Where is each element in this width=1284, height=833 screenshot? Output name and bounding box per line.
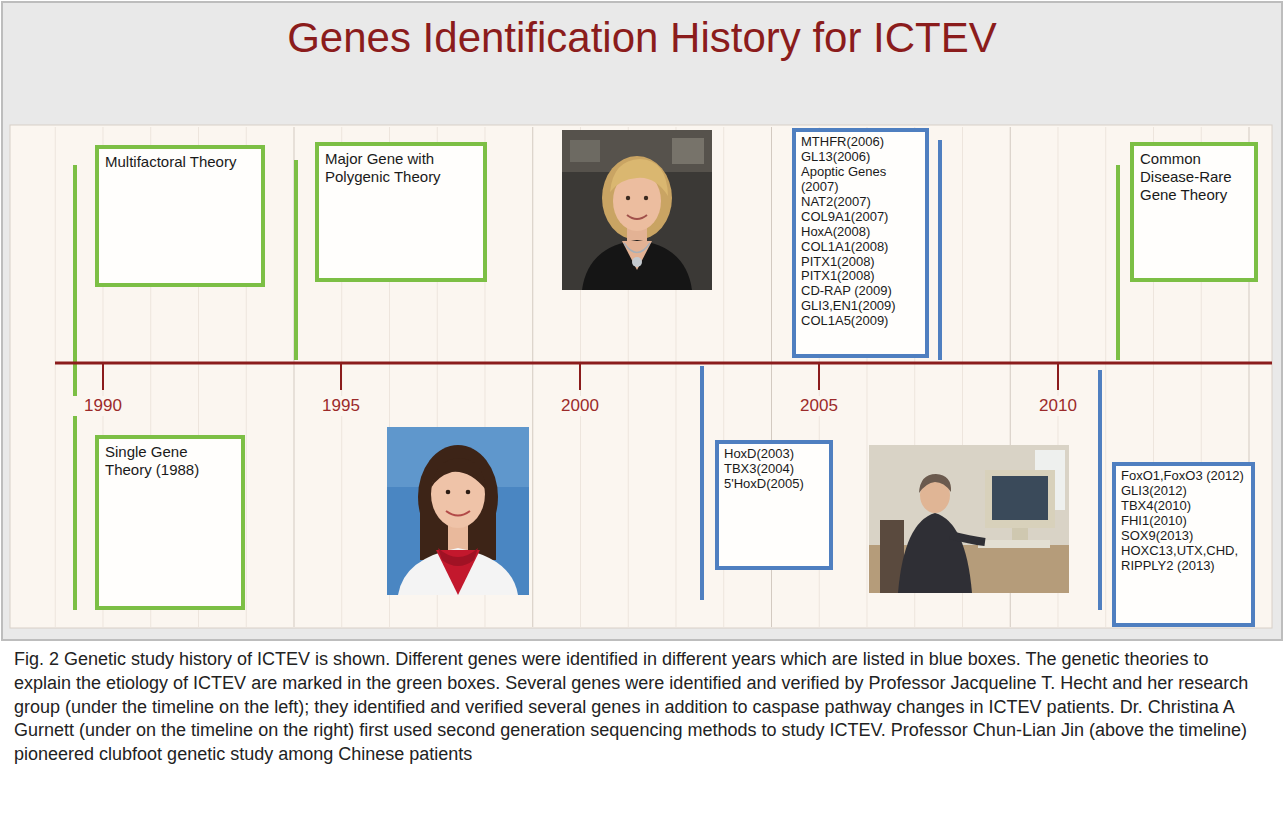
portrait-photo: [431, 458, 486, 490]
green-divider: [73, 165, 77, 610]
figure-caption: Fig. 2 Genetic study history of ICTEV is…: [14, 648, 1270, 767]
year-label: 2005: [789, 396, 849, 416]
gene-entry: NAT2(2007): [801, 195, 920, 210]
timeline-axis: [55, 362, 1272, 365]
timeline-axis: [579, 363, 581, 390]
timeline-axis: [340, 363, 342, 390]
green-divider: [1116, 165, 1120, 360]
gene-list-box: HoxD(2003)TBX3(2004)5'HoxD(2005): [715, 440, 833, 570]
portrait-photo: [919, 474, 951, 493]
gene-entry: TBX4(2010): [1121, 499, 1246, 514]
green-divider: [294, 160, 298, 360]
portrait-photo: [624, 243, 650, 253]
portrait-photo: [898, 513, 972, 593]
portrait-photo: [570, 140, 600, 162]
theory-name: Single Gene Theory (1988): [105, 443, 235, 479]
gene-entry: GLI3(2012): [1121, 484, 1246, 499]
timeline-axis: [55, 363, 1272, 390]
portrait-photo: [398, 548, 518, 595]
portrait-photo: [602, 156, 672, 240]
portrait-photo: [446, 490, 451, 495]
timeline-panel: [10, 125, 1272, 628]
figure-title: Genes Identification History for ICTEV: [0, 14, 1284, 62]
grid-line: [532, 127, 533, 627]
blue-divider: [938, 140, 942, 360]
portrait-photo: [610, 159, 668, 196]
portrait-photo: [627, 215, 647, 219]
gene-entry: COL1A5(2009): [801, 314, 920, 329]
blue-divider: [1098, 370, 1102, 610]
gene-entry: MTHFR(2006): [801, 135, 920, 150]
portrait-photo: [985, 470, 1055, 528]
gene-entry: CD-RAP (2009): [801, 284, 920, 299]
portrait-photo: [869, 445, 1069, 593]
gene-entry: 5'HoxD(2005): [724, 477, 824, 492]
theory-name: Common Disease-Rare Gene Theory: [1140, 150, 1248, 204]
gene-entry: GLI3,EN1(2009): [801, 299, 920, 314]
portrait-photo: [950, 535, 985, 542]
theory-box: Common Disease-Rare Gene Theory: [1130, 142, 1258, 282]
gene-entry: COL1A1(2008): [801, 240, 920, 255]
gene-list-box: MTHFR(2006)GL13(2006)Apoptic Genes (2007…: [792, 128, 929, 358]
portrait-photo: [446, 511, 470, 516]
portrait-photo: [992, 476, 1048, 520]
gene-list-box: FoxO1,FoxO3 (2012)GLI3(2012)TBX4(2010)FH…: [1112, 462, 1255, 627]
portrait-photo: [438, 548, 478, 566]
gene-entry: TBX3(2004): [724, 462, 824, 477]
gene-entry: FoxO1,FoxO3 (2012): [1121, 469, 1246, 484]
timeline-axis: [1057, 363, 1059, 390]
portrait-photo: [644, 196, 648, 200]
timeline-axis: [818, 363, 820, 390]
gene-entry: HoxD(2003): [724, 447, 824, 462]
gene-entry: PITX1(2008): [801, 269, 920, 284]
portrait-photo: [622, 241, 652, 270]
theory-box: Multifactoral Theory: [95, 145, 265, 287]
year-label: 1995: [311, 396, 371, 416]
portrait-photo: [632, 257, 642, 267]
gene-entry: SOX9(2013): [1121, 529, 1246, 544]
gene-entry: FHI1(2010): [1121, 514, 1246, 529]
year-label: 1990: [73, 396, 133, 416]
gene-entry: COL9A1(2007): [801, 210, 920, 225]
gene-entry: PITX1(2008): [801, 255, 920, 270]
gene-entry: Apoptic Genes (2007): [801, 165, 920, 195]
portrait-photo: [582, 240, 692, 290]
gene-entry: GL13(2006): [801, 150, 920, 165]
portrait-photo: [672, 138, 704, 164]
portrait-photo: [387, 427, 529, 595]
gene-entry: HoxA(2008): [801, 225, 920, 240]
theory-box: Single Gene Theory (1988): [95, 435, 245, 610]
portrait-photo: [562, 130, 712, 290]
year-label: 2010: [1028, 396, 1088, 416]
portrait-photo: [466, 490, 471, 495]
portrait-photo: [1012, 528, 1028, 540]
portrait-photo: [978, 540, 1050, 548]
blue-divider: [700, 366, 704, 600]
theory-name: Multifactoral Theory: [105, 153, 255, 171]
portrait-photo: [869, 445, 1069, 593]
grid-line: [55, 127, 56, 627]
grid-line: [55, 127, 1249, 627]
year-label: 2000: [550, 396, 610, 416]
theory-name: Major Gene with Polygenic Theory: [325, 150, 477, 186]
figure-frame: [2, 2, 1282, 640]
grid-line: [1105, 127, 1106, 627]
gene-entry: HOXC13,UTX,CHD,RIPPLY2 (2013): [1121, 544, 1246, 574]
portrait-photo: [387, 427, 529, 595]
portrait-photo: [626, 196, 630, 200]
portrait-photo: [562, 130, 712, 290]
theory-box: Major Gene with Polygenic Theory: [315, 142, 487, 282]
timeline-axis: [102, 363, 104, 390]
